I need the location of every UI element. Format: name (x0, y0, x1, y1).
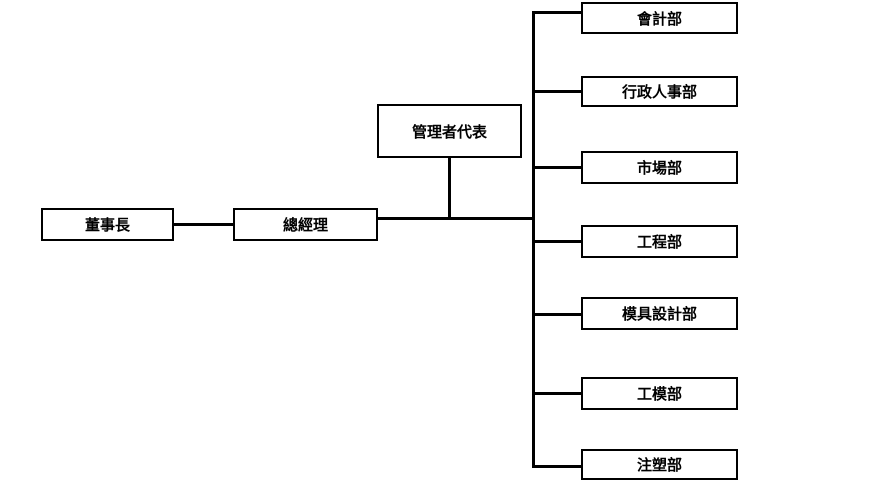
connector-gm-trunk (377, 217, 534, 220)
branch-line (532, 465, 581, 468)
department-box: 模具設計部 (581, 297, 738, 330)
department-box: 行政人事部 (581, 76, 738, 107)
general-manager-box: 總經理 (233, 208, 378, 241)
branch-line (532, 90, 581, 93)
department-box: 市場部 (581, 151, 738, 184)
branch-line (532, 11, 581, 14)
management-rep-box: 管理者代表 (377, 104, 522, 158)
department-box: 注塑部 (581, 449, 738, 480)
connector-management-rep (448, 157, 451, 219)
department-box: 工程部 (581, 225, 738, 258)
branch-line (532, 313, 581, 316)
chairman-box: 董事長 (41, 208, 174, 241)
connector-chairman-gm (173, 223, 233, 226)
department-box: 工模部 (581, 377, 738, 410)
department-box: 會計部 (581, 2, 738, 34)
branch-line (532, 166, 581, 169)
branch-line (532, 392, 581, 395)
branch-line (532, 240, 581, 243)
